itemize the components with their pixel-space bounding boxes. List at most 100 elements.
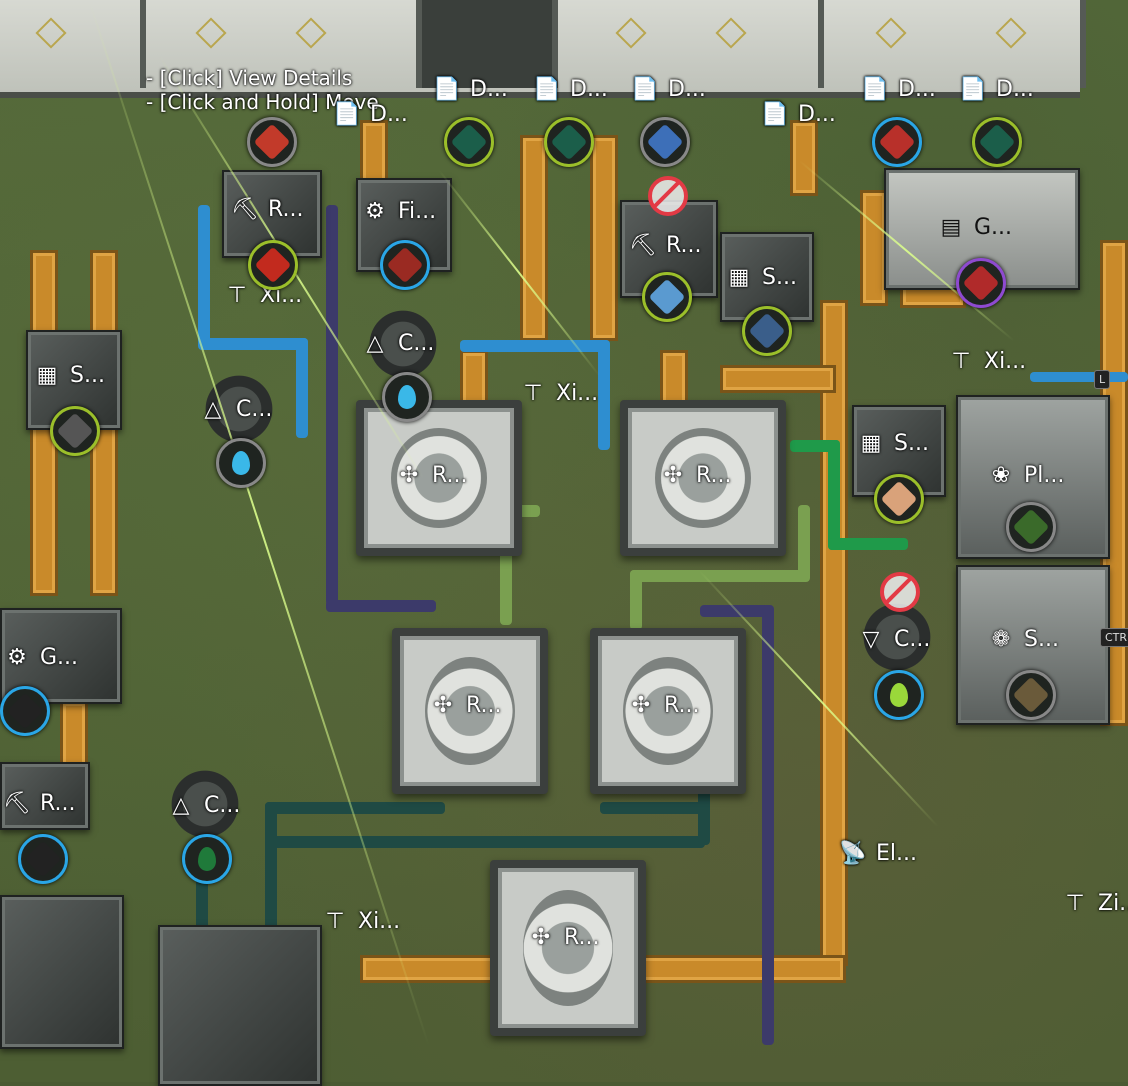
- ore-item-badge[interactable]: [248, 240, 298, 290]
- pipe-green[interactable]: [828, 440, 840, 550]
- depot-label[interactable]: 📄D...: [530, 72, 608, 106]
- machine-label-reactor[interactable]: ✣R...: [624, 688, 700, 722]
- conveyor-belt[interactable]: [640, 955, 846, 983]
- depot-label[interactable]: 📄D...: [956, 72, 1034, 106]
- pipe-purple[interactable]: [762, 605, 774, 1045]
- pylon-label[interactable]: ⊤Zi...: [1058, 886, 1128, 920]
- depot-label[interactable]: 📄D...: [858, 72, 936, 106]
- depot-label[interactable]: 📄D...: [430, 72, 508, 106]
- ore-item-badge[interactable]: [380, 240, 430, 290]
- machine-label-seeder[interactable]: ❁S...: [984, 622, 1059, 656]
- machine-label-shredder[interactable]: ▦S...: [854, 426, 929, 460]
- pipe-blue[interactable]: [198, 338, 308, 350]
- crystal-item-badge[interactable]: [444, 117, 494, 167]
- pipe-lime[interactable]: [630, 570, 810, 582]
- machine-label-reactor[interactable]: ✣R...: [426, 688, 502, 722]
- machine-label-planter[interactable]: ❀Pl...: [984, 458, 1065, 492]
- machine-label-text: R...: [666, 232, 702, 258]
- pipe-blue[interactable]: [296, 338, 308, 438]
- crystal-item-badge[interactable]: [544, 117, 594, 167]
- pipe-blue[interactable]: [1030, 372, 1128, 382]
- generator-machine[interactable]: [158, 925, 322, 1086]
- conveyor-belt[interactable]: [360, 955, 506, 983]
- conveyor-belt[interactable]: [590, 135, 618, 341]
- ore-item-badge[interactable]: [956, 258, 1006, 308]
- pylon-label[interactable]: ⊤Xi...: [944, 344, 1026, 378]
- machine-label-refiner[interactable]: ⛏R...: [228, 192, 303, 226]
- pipe-purple[interactable]: [326, 600, 436, 612]
- pylon-label[interactable]: ⊤Xi...: [318, 904, 400, 938]
- ore-item-badge[interactable]: [247, 117, 297, 167]
- pipe-blue[interactable]: [598, 340, 610, 450]
- crystal-item-badge[interactable]: [640, 117, 690, 167]
- stone-item-badge[interactable]: [50, 406, 100, 456]
- depot-label[interactable]: 📄D...: [758, 97, 836, 131]
- machine-label-shredder[interactable]: ▦S...: [722, 260, 797, 294]
- machine-label-gearbox[interactable]: ▤G...: [934, 210, 1012, 244]
- wall-segment: [558, 0, 824, 88]
- conveyor-belt[interactable]: [720, 365, 836, 393]
- machine-label-refiner[interactable]: ⛏R...: [626, 228, 701, 262]
- ore-item-badge[interactable]: [872, 117, 922, 167]
- ore-item-badge[interactable]: [18, 834, 68, 884]
- liquid-item-badge[interactable]: [382, 372, 432, 422]
- seed-item-badge[interactable]: [1006, 670, 1056, 720]
- pipe-teal[interactable]: [698, 780, 710, 845]
- crystal-item-badge[interactable]: [742, 306, 792, 356]
- pylon-label[interactable]: ⊤Xi...: [516, 376, 598, 410]
- machine-label-crafter[interactable]: ▽C...: [854, 622, 931, 656]
- blue-crystal-icon: [646, 123, 684, 161]
- reactor-c[interactable]: [392, 628, 548, 794]
- machine-label-filler[interactable]: ⚙Fi...: [358, 194, 436, 228]
- forbidden-icon: [648, 176, 688, 216]
- conveyor-belt[interactable]: [520, 135, 548, 341]
- machine-label-reactor[interactable]: ✣R...: [524, 920, 600, 954]
- machine-label-gearbox[interactable]: ⚙G...: [0, 640, 78, 674]
- conveyor-belt[interactable]: [860, 190, 888, 306]
- gearbox-machine[interactable]: [0, 608, 122, 704]
- pipe-lime[interactable]: [630, 570, 642, 630]
- machine-label-relay[interactable]: 📡El...: [836, 836, 917, 870]
- machine-label-reactor[interactable]: ✣R...: [392, 458, 468, 492]
- machine-label-shredder[interactable]: ▦S...: [30, 358, 105, 392]
- pipe-teal[interactable]: [265, 836, 705, 848]
- tooltip-line-move: - [Click and Hold] Move: [146, 90, 379, 114]
- pipe-green[interactable]: [828, 538, 908, 550]
- pipe-teal[interactable]: [600, 802, 710, 814]
- pipe-lime[interactable]: [798, 505, 810, 580]
- pump-machine[interactable]: [166, 765, 244, 843]
- machine-label-refiner[interactable]: ⛏R...: [0, 786, 75, 820]
- machine-label-crafter[interactable]: △C...: [196, 392, 273, 426]
- conveyor-belt[interactable]: [790, 120, 818, 196]
- pump-machine[interactable]: [364, 305, 442, 383]
- liquid-item-badge[interactable]: [182, 834, 232, 884]
- crystal-item-badge[interactable]: [642, 272, 692, 322]
- pipe-teal[interactable]: [265, 802, 277, 952]
- depot-label[interactable]: 📄D...: [628, 72, 706, 106]
- reactor-e[interactable]: [490, 860, 646, 1036]
- crystal-item-badge[interactable]: [972, 117, 1022, 167]
- pipe-teal[interactable]: [265, 802, 445, 814]
- liquid-item-badge[interactable]: [874, 670, 924, 720]
- machine-label-crafter[interactable]: △C...: [164, 788, 241, 822]
- plant-item-badge[interactable]: [1006, 502, 1056, 552]
- pipe-blue[interactable]: [460, 340, 610, 352]
- pipe-green[interactable]: [790, 440, 840, 452]
- water-drop-icon: [398, 385, 416, 409]
- liquid-item-badge[interactable]: [216, 438, 266, 488]
- pipe-blue[interactable]: [198, 205, 210, 345]
- powder-item-badge[interactable]: [874, 474, 924, 524]
- ore-item-badge[interactable]: [0, 686, 50, 736]
- conveyor-belt[interactable]: [460, 350, 488, 406]
- reactor-a[interactable]: [356, 400, 522, 556]
- machine-label-crafter[interactable]: △C...: [358, 326, 435, 360]
- machine-label-reactor[interactable]: ✣R...: [656, 458, 732, 492]
- conveyor-belt[interactable]: [660, 350, 688, 406]
- pipe-purple[interactable]: [326, 205, 338, 605]
- conveyor-belt[interactable]: [820, 300, 848, 966]
- reactor-b[interactable]: [620, 400, 786, 556]
- reactor-d[interactable]: [590, 628, 746, 794]
- refiner-machine[interactable]: [0, 762, 90, 830]
- storage-machine[interactable]: [0, 895, 124, 1049]
- depot-label[interactable]: 📄D...: [330, 97, 408, 131]
